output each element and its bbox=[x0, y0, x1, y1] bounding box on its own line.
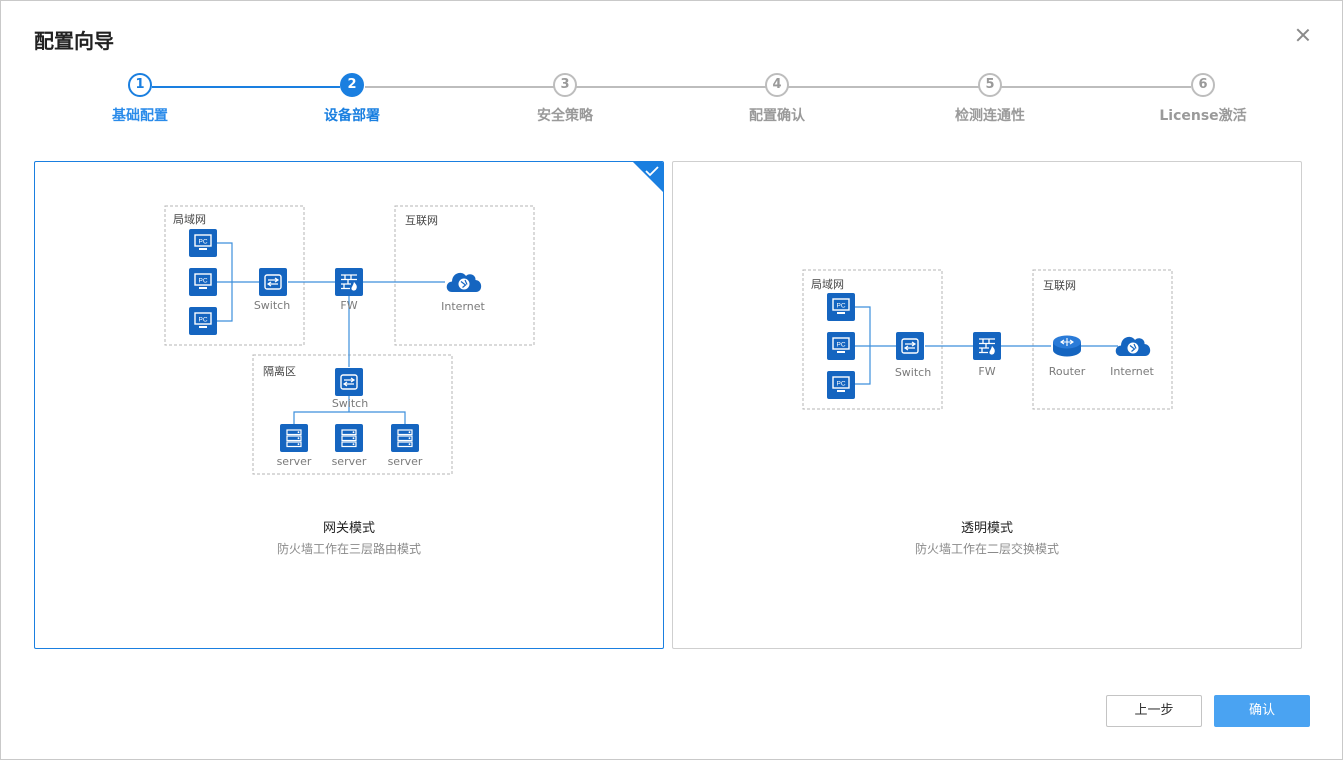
server-label: server bbox=[332, 455, 367, 468]
cloud-icon bbox=[446, 272, 482, 293]
dmz-zone bbox=[252, 354, 453, 475]
server-label: server bbox=[277, 455, 312, 468]
step-label: License激活 bbox=[1159, 108, 1247, 124]
fw-label: FW bbox=[340, 299, 357, 312]
wizard-steps: 1 基础配置 2 设备部署 3 安全策略 4 配置确认 5 检测连通性 6 Li… bbox=[1, 73, 1343, 133]
pc-icon bbox=[826, 331, 856, 361]
router-icon bbox=[1052, 334, 1082, 358]
pc-icon bbox=[188, 267, 218, 297]
confirm-button[interactable]: 确认 bbox=[1214, 695, 1310, 727]
switch-label: Switch bbox=[254, 299, 290, 312]
step-number: 3 bbox=[553, 73, 577, 97]
step-label: 配置确认 bbox=[749, 108, 805, 124]
pc-icon bbox=[188, 228, 218, 258]
selected-check-icon bbox=[633, 162, 663, 192]
server-icon bbox=[279, 423, 309, 453]
internet-zone-label: 互联网 bbox=[405, 214, 438, 227]
internet-label: Internet bbox=[441, 300, 485, 313]
step-device-deploy[interactable]: 2 设备部署 bbox=[272, 73, 432, 125]
dmz-switch-label: Switch bbox=[332, 397, 368, 410]
firewall-icon bbox=[334, 267, 364, 297]
server-icon bbox=[334, 423, 364, 453]
transparent-topology-diagram: 局域网 互联网 Switch FW Router Internet bbox=[802, 269, 1173, 410]
lan-zone bbox=[802, 269, 943, 410]
lan-zone bbox=[164, 205, 305, 346]
server-icon bbox=[390, 423, 420, 453]
internet-zone-label: 互联网 bbox=[1043, 279, 1076, 292]
internet-label: Internet bbox=[1110, 365, 1154, 378]
step-label: 安全策略 bbox=[537, 108, 593, 124]
close-icon[interactable] bbox=[1291, 25, 1315, 49]
pc-icon bbox=[826, 292, 856, 322]
transparent-mode-title: 透明模式 bbox=[960, 521, 1013, 536]
step-number: 6 bbox=[1191, 73, 1215, 97]
internet-zone bbox=[1032, 269, 1173, 410]
step-number: 2 bbox=[340, 73, 364, 97]
step-basic-config[interactable]: 1 基础配置 bbox=[60, 73, 220, 125]
switch-label: Switch bbox=[895, 366, 931, 379]
switch-icon bbox=[895, 331, 925, 361]
step-connector-done bbox=[152, 86, 340, 88]
prev-step-button[interactable]: 上一步 bbox=[1106, 695, 1202, 727]
firewall-icon bbox=[972, 331, 1002, 361]
pc-icon bbox=[826, 370, 856, 400]
lan-zone-label: 局域网 bbox=[811, 278, 844, 291]
dmz-zone-label: 隔离区 bbox=[263, 364, 296, 378]
gateway-topology-diagram: PC bbox=[164, 205, 535, 475]
switch-icon bbox=[258, 267, 288, 297]
cloud-icon bbox=[1115, 336, 1151, 357]
transparent-mode-card[interactable]: 局域网 互联网 Switch FW Router Internet 透明模式 防… bbox=[672, 161, 1302, 649]
step-security-policy[interactable]: 3 安全策略 bbox=[485, 73, 645, 125]
step-config-confirm[interactable]: 4 配置确认 bbox=[697, 73, 857, 125]
gateway-mode-card[interactable]: PC bbox=[34, 161, 664, 649]
server-label: server bbox=[388, 455, 423, 468]
dmz-switch-icon bbox=[334, 367, 364, 397]
router-label: Router bbox=[1049, 365, 1086, 378]
gateway-mode-title: 网关模式 bbox=[322, 521, 375, 536]
internet-zone bbox=[394, 205, 535, 346]
lan-zone-label: 局域网 bbox=[173, 213, 206, 226]
step-label: 设备部署 bbox=[324, 108, 380, 124]
pc-icon bbox=[188, 306, 218, 336]
step-label: 基础配置 bbox=[112, 108, 168, 124]
fw-label: FW bbox=[978, 365, 995, 378]
step-label: 检测连通性 bbox=[955, 108, 1025, 124]
step-license-activate[interactable]: 6 License激活 bbox=[1123, 73, 1283, 125]
step-number: 1 bbox=[128, 73, 152, 97]
step-number: 4 bbox=[765, 73, 789, 97]
step-connectivity-check[interactable]: 5 检测连通性 bbox=[910, 73, 1070, 125]
dialog-title: 配置向导 bbox=[34, 29, 114, 53]
transparent-mode-desc: 防火墙工作在二层交换模式 bbox=[914, 542, 1059, 556]
gateway-mode-desc: 防火墙工作在三层路由模式 bbox=[276, 542, 421, 556]
step-number: 5 bbox=[978, 73, 1002, 97]
